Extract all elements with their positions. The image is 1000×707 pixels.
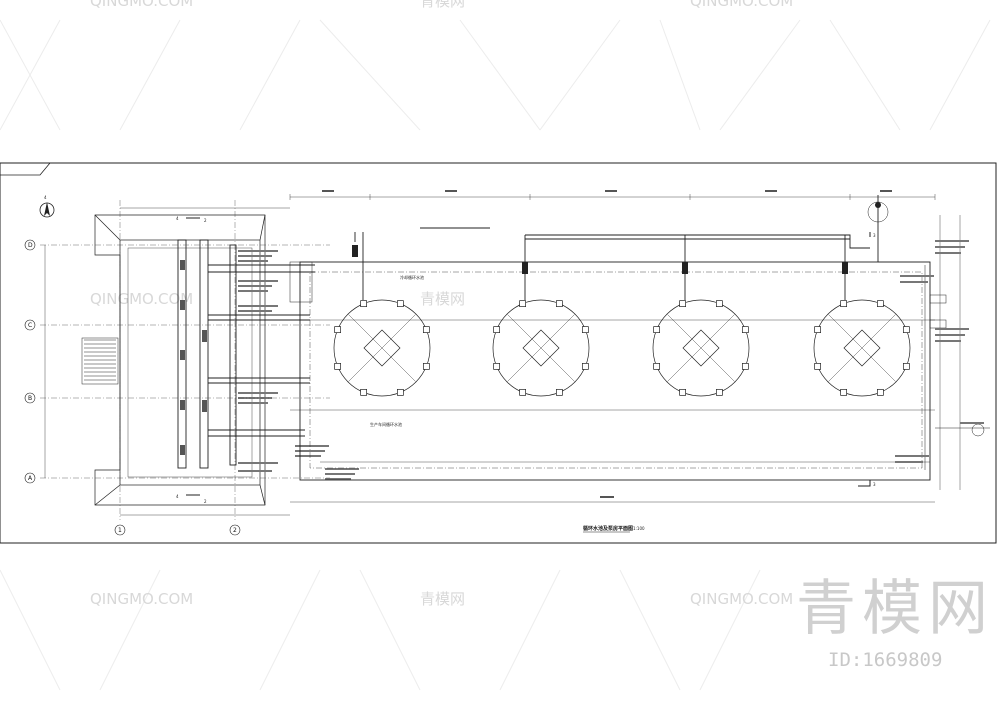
section-mark-4-top: 4 <box>176 216 179 221</box>
axis-row-a: A <box>28 475 33 482</box>
axis-bubbles <box>24 239 241 536</box>
image-id: ID:1669809 <box>828 649 943 671</box>
cooling-tower-1 <box>333 299 431 397</box>
stair <box>81 337 119 385</box>
drawing-scale: 1:100 <box>633 526 645 531</box>
header-pipe-caps <box>352 202 881 274</box>
right-notes <box>895 240 984 463</box>
pump-notes <box>238 250 359 480</box>
wm-cn-2: 青模网 <box>420 590 465 608</box>
section-mark-2-top: 2 <box>204 218 207 223</box>
axis-grid <box>40 200 330 520</box>
wm-cn-3: 青模网 <box>420 290 465 308</box>
pump-units <box>180 260 207 455</box>
wm-latin-5: QINGMO.COM <box>90 290 193 308</box>
cooling-tower-4 <box>813 299 911 397</box>
section-marks <box>186 217 871 496</box>
dimension-lines <box>44 194 961 516</box>
label-production-pool: 生产车间循环水池 <box>370 421 402 427</box>
cooling-tower-2 <box>492 299 590 397</box>
cooling-tower-3 <box>652 299 750 397</box>
brand-watermark: 青模网 <box>796 574 994 644</box>
north-label: 4 <box>44 195 47 200</box>
wm-latin-3: QINGMO.COM <box>90 590 193 608</box>
right-details <box>867 201 990 470</box>
wm-latin-2: QINGMO.COM <box>690 0 793 10</box>
drawing-frame <box>0 162 997 544</box>
wm-latin-1: QINGMO.COM <box>90 0 193 10</box>
frame-notch <box>0 162 51 176</box>
section-mark-3-top: 3 <box>873 233 876 238</box>
wm-cn-1: 青模网 <box>420 0 465 10</box>
dimension-values <box>322 190 892 498</box>
wm-latin-4: QINGMO.COM <box>690 590 793 608</box>
pool-outline <box>290 261 935 481</box>
pump-piping <box>177 239 315 469</box>
label-outdoor-pool: 冷却循环水池 <box>400 274 424 280</box>
axis-row-b: B <box>28 395 32 402</box>
north-arrow: 4 <box>39 195 55 218</box>
section-mark-3-bottom: 3 <box>873 482 876 487</box>
axis-row-c: C <box>28 322 32 329</box>
axis-col-1: 1 <box>118 527 122 534</box>
section-mark-4-bottom: 4 <box>176 494 179 499</box>
drawing-title: 循环水池及泵房平面图 <box>583 525 633 532</box>
header-pipe <box>354 195 879 300</box>
watermark-pattern <box>0 19 991 691</box>
axis-row-d: D <box>28 242 33 249</box>
cooling-towers <box>333 299 911 397</box>
watermark-text: QINGMO.COM QINGMO.COM 青模网 QINGMO.COM QIN… <box>90 0 793 608</box>
section-mark-2-bottom: 2 <box>204 499 207 504</box>
axis-col-2: 2 <box>233 527 237 534</box>
